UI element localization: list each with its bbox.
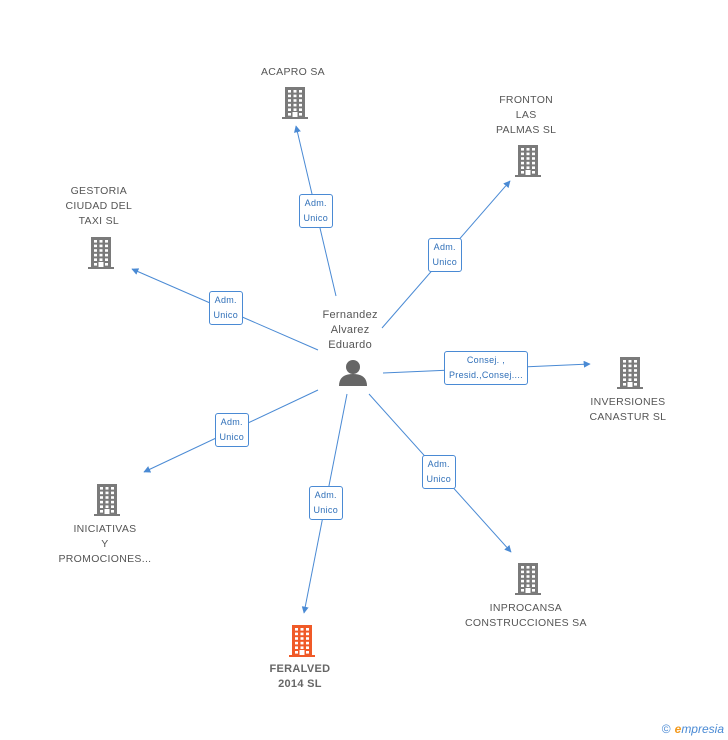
center-person-name-line: Eduardo [328, 339, 372, 351]
company-label-inprocansa-line: CONSTRUCCIONES SA [465, 617, 587, 629]
building-icon[interactable] [88, 237, 114, 269]
center-person-name-line: Fernandez [322, 309, 378, 321]
relation-label-line: Unico [219, 432, 245, 442]
building-icon[interactable] [617, 357, 643, 389]
relation-label-line: Consej. , [466, 355, 506, 365]
company-label-gestoria-line: GESTORIA [70, 185, 128, 197]
building-icon[interactable] [515, 563, 541, 595]
company-label-feralved-line: FERALVED [269, 663, 331, 675]
relation-label-inprocansa[interactable]: Adm. Unico [421, 455, 457, 489]
building-icon[interactable] [515, 145, 541, 177]
relation-label-iniciativas[interactable]: Adm. Unico [214, 413, 250, 447]
brand-name: mpresia [681, 722, 724, 736]
company-label-gestoria-line: CIUDAD DEL [65, 200, 133, 212]
brand-initial: e [674, 722, 682, 736]
relation-label-line: Unico [313, 505, 339, 515]
company-label-acapro: ACAPRO SA [261, 65, 325, 80]
company-label-feralved: FERALVED 2014 SL [270, 662, 331, 692]
company-label-acapro-line: ACAPRO SA [261, 66, 325, 78]
footer-brand: ©empresia [662, 722, 724, 736]
relation-label-line: Adm. [220, 417, 243, 427]
relation-label-line: Unico [303, 213, 329, 223]
company-label-fronton: FRONTON LAS PALMAS SL [496, 93, 556, 138]
relation-label-line: Adm. [433, 242, 456, 252]
building-icon[interactable] [282, 87, 308, 119]
relation-label-line: Adm. [427, 459, 450, 469]
relation-label-feralved[interactable]: Adm. Unico [308, 486, 344, 520]
building-icon[interactable] [289, 625, 315, 657]
company-label-inversiones-line: CANASTUR SL [589, 411, 667, 423]
company-label-fronton-line: LAS [515, 109, 537, 121]
company-label-inprocansa: INPROCANSA CONSTRUCCIONES SA [465, 601, 587, 631]
company-label-inversiones: INVERSIONES CANASTUR SL [590, 395, 667, 425]
company-label-gestoria: GESTORIA CIUDAD DEL TAXI SL [66, 184, 133, 229]
company-label-iniciativas-line: Y [101, 538, 109, 550]
company-label-gestoria-line: TAXI SL [78, 215, 120, 227]
company-label-iniciativas-line: PROMOCIONES... [58, 553, 152, 565]
relation-label-inversiones[interactable]: Consej. , Presid.,Consej.... [444, 351, 528, 385]
company-label-iniciativas: INICIATIVAS Y PROMOCIONES... [59, 522, 152, 567]
copyright-symbol: © [661, 722, 671, 736]
relation-label-acapro[interactable]: Adm. Unico [298, 194, 334, 228]
building-icon[interactable] [94, 484, 120, 516]
relation-label-line: Adm. [304, 198, 327, 208]
person-icon[interactable] [339, 360, 367, 386]
company-label-fronton-line: FRONTON [499, 94, 554, 106]
relation-label-line: Unico [432, 257, 458, 267]
relation-label-line: Unico [213, 310, 239, 320]
company-label-iniciativas-line: INICIATIVAS [73, 523, 137, 535]
relation-label-line: Unico [426, 474, 452, 484]
company-label-inversiones-line: INVERSIONES [590, 396, 666, 408]
relation-label-fronton[interactable]: Adm. Unico [427, 238, 463, 272]
relation-label-line: Presid.,Consej.... [449, 370, 523, 380]
company-label-feralved-line: 2014 SL [278, 678, 322, 690]
relation-label-line: Adm. [214, 295, 237, 305]
relation-label-gestoria[interactable]: Adm. Unico [208, 291, 244, 325]
company-label-fronton-line: PALMAS SL [496, 124, 557, 136]
center-person-name-line: Alvarez [330, 324, 370, 336]
relation-label-line: Adm. [314, 490, 337, 500]
company-label-inprocansa-line: INPROCANSA [489, 602, 563, 614]
